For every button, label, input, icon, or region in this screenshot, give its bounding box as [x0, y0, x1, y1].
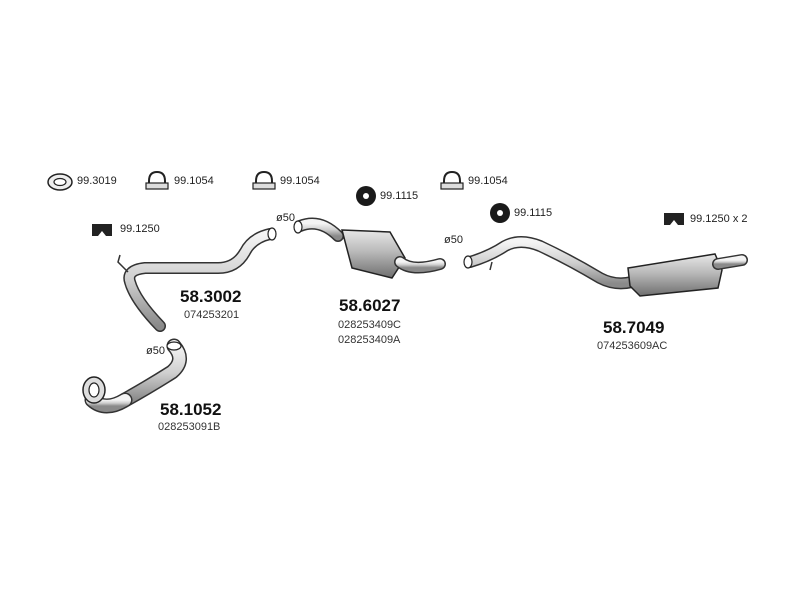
front-pipe-diameter: ø50: [146, 345, 165, 357]
rubber-mount-icon: [356, 186, 376, 206]
clamp-icon: [440, 170, 464, 190]
clamp-label: 99.1054: [280, 175, 320, 187]
hanger-label: 99.1250: [120, 223, 160, 235]
rear-silencer-diameter: ø50: [444, 234, 463, 246]
hanger-icon: [92, 224, 112, 236]
middle-silencer-diameter: ø50: [276, 212, 295, 224]
middle-silencer-reference: 028253409C: [338, 319, 402, 331]
gasket-label: 99.3019: [77, 175, 117, 187]
rubber-mount-icon: [490, 203, 510, 223]
clamp-label: 99.1054: [468, 175, 508, 187]
rear-silencer-reference: 074253609AC: [597, 340, 668, 352]
middle-silencer-reference: 028253409A: [338, 334, 401, 346]
rubber-mount-label: 99.1115: [514, 207, 553, 219]
rear-silencer-part-number: 58.7049: [603, 318, 665, 337]
clamp-label: 99.1054: [174, 175, 214, 187]
hanger-icon: [664, 213, 684, 225]
middle-pipe: [117, 227, 277, 332]
front-pipe-part-number: 58.1052: [160, 400, 222, 419]
middle-pipe-part-number: 58.3002: [180, 287, 242, 306]
middle-silencer: [293, 217, 446, 279]
gasket-icon: [47, 173, 73, 191]
clamp-icon: [252, 170, 276, 190]
rear-silencer: [463, 236, 748, 297]
front-pipe: [82, 338, 187, 414]
rubber-mount-label: 99.1115: [380, 190, 419, 202]
middle-pipe-reference: 074253201: [184, 309, 240, 321]
front-pipe-reference: 028253091B: [158, 421, 221, 433]
middle-silencer-part-number: 58.6027: [339, 296, 401, 315]
clamp-icon: [145, 170, 169, 190]
hanger-label: 99.1250 x 2: [690, 213, 748, 225]
